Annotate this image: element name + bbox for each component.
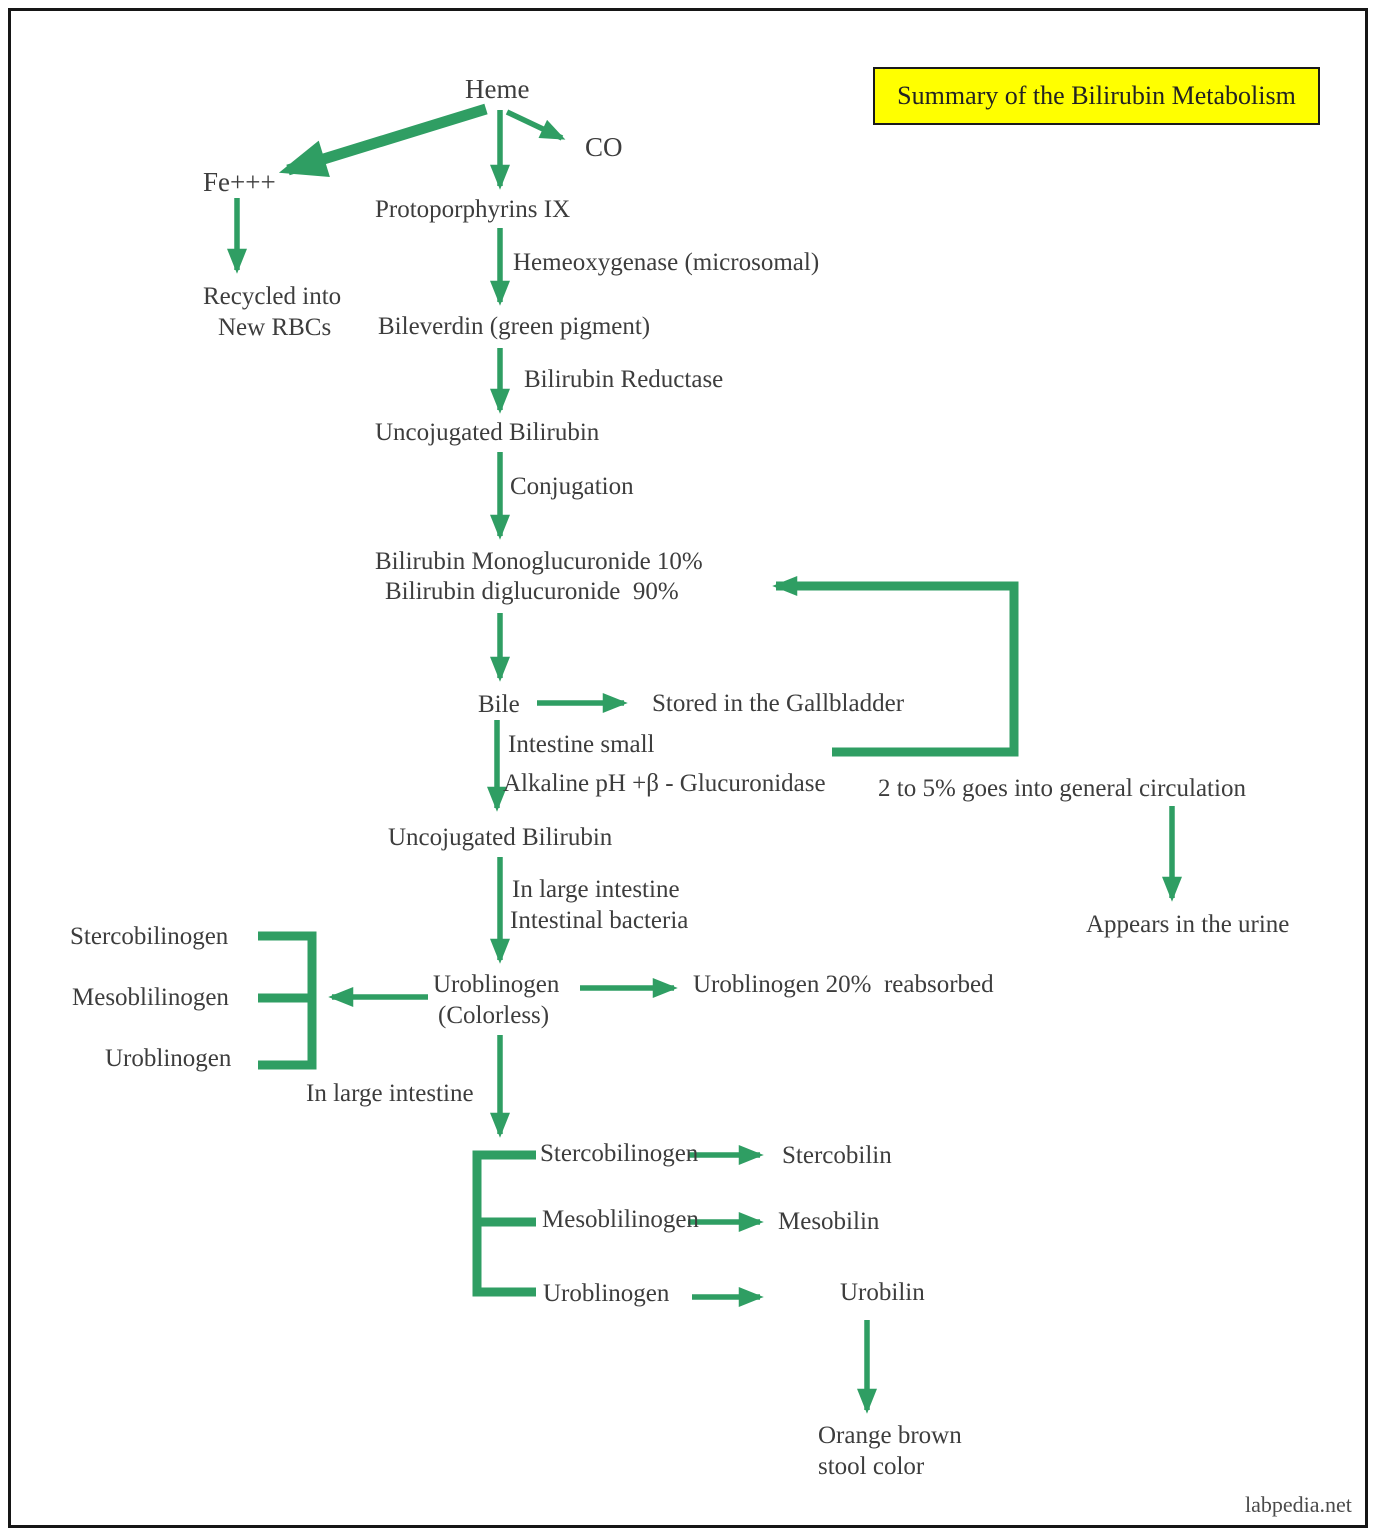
node-protoporphyrins: Protoporphyrins IX [375,196,571,223]
node-uroblinogen-reabsorbed: Uroblinogen 20% reabsorbed [693,971,994,998]
node-bile: Bile [478,691,520,718]
bracket-left-group [258,931,317,1070]
node-monoglucuronide: Bilirubin Monoglucuronide 10% [375,548,703,575]
label-conjugation: Conjugation [510,473,634,500]
node-co: CO [585,132,623,162]
label-general-circulation: 2 to 5% goes into general circulation [878,775,1246,802]
node-diglucuronide: Bilirubin diglucuronide 90% [385,578,679,605]
node-stercobilinogen-left: Stercobilinogen [70,923,229,950]
node-stercobilinogen-2: Stercobilinogen [540,1140,699,1167]
node-recycled-line2: New RBCs [218,314,332,341]
node-mesobilin: Mesobilin [778,1208,880,1235]
label-bilirubin-reductase: Bilirubin Reductase [524,366,724,393]
node-appears-in-urine: Appears in the urine [1086,911,1290,938]
label-in-large-intestine-2: In large intestine [306,1080,474,1107]
label-hemeoxygenase: Hemeoxygenase (microsomal) [513,249,820,276]
node-stored-gallbladder: Stored in the Gallbladder [652,690,905,717]
node-uroblinogen-left: Uroblinogen [105,1045,232,1072]
node-recycled-line1: Recycled into [203,283,342,310]
diagram-title: Summary of the Bilirubin Metabolism [897,81,1296,110]
node-urobilin: Urobilin [840,1279,925,1306]
node-mesoblilinogen-left: Mesoblilinogen [72,984,229,1011]
title-box: Summary of the Bilirubin Metabolism [873,67,1320,125]
bracket-bottom-group [472,1150,536,1297]
watermark: labpedia.net [1245,1492,1352,1517]
label-in-large-intestine-1: In large intestine [512,876,680,903]
label-intestinal-bacteria: Intestinal bacteria [510,907,689,934]
label-alkaline-glucuronidase: Alkaline pH +β - Glucuronidase [503,770,826,797]
node-fe: Fe+++ [203,167,276,197]
node-bileverdin: Bileverdin (green pigment) [378,313,651,340]
node-uroblinogen-colorless: (Colorless) [438,1002,550,1029]
arrow-heme-to-fe [278,103,488,177]
node-stool-color-line1: Orange brown [818,1422,962,1449]
node-unconjugated-bilirubin-2: Uncojugated Bilirubin [388,824,613,851]
node-mesoblilinogen-2: Mesoblilinogen [542,1206,699,1233]
arrow-reabsorbed-loop-to-glucuronides [772,576,1019,757]
label-intestine-small: Intestine small [508,731,655,758]
node-unconjugated-bilirubin-1: Uncojugated Bilirubin [375,419,600,446]
node-stercobilin: Stercobilin [782,1142,892,1169]
node-heme: Heme [465,74,530,104]
node-stool-color-line2: stool color [818,1453,925,1480]
arrow-heme-to-co [505,109,566,141]
node-uroblinogen-center: Uroblinogen [433,971,560,998]
node-uroblinogen-2: Uroblinogen [543,1280,670,1307]
